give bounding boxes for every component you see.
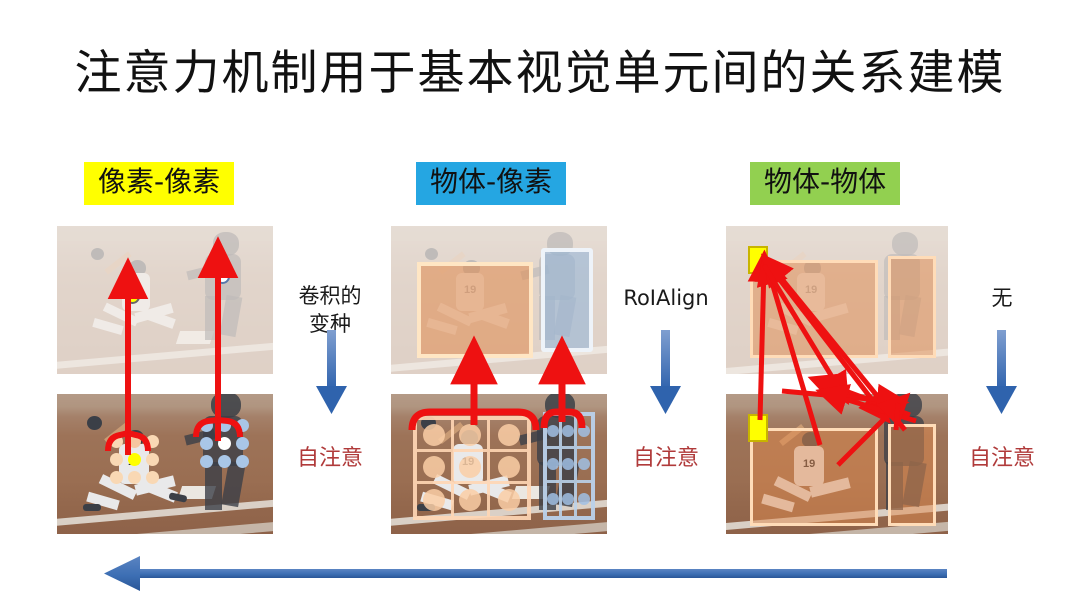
- self-attention-label-object-object: 自注意: [968, 446, 1035, 471]
- panel-object-object-top: 19: [726, 226, 948, 374]
- roi-grid-blue: [543, 412, 595, 520]
- badge-object-pixel: 物体-像素: [416, 162, 567, 206]
- annotation-object-object: 无: [952, 284, 1052, 312]
- object-box-orange-right: [888, 256, 936, 358]
- panel-pixel-pixel-top: 19: [57, 226, 273, 374]
- panel-object-pixel-bottom: 19: [391, 394, 607, 534]
- badge-pixel-pixel: 像素-像素: [84, 162, 235, 206]
- query-object-marker: [748, 246, 768, 274]
- object-box-orange: [417, 262, 533, 358]
- panel-object-pixel-top: 19: [391, 226, 607, 374]
- annotation-line-1: 无: [991, 286, 1013, 310]
- object-box-orange-left: [750, 260, 878, 358]
- key-pixel-dot: [215, 269, 230, 284]
- object-box-orange-left: [750, 428, 878, 526]
- annotation-line-1: RoIAlign: [623, 286, 709, 310]
- object-box-blue: [541, 248, 593, 352]
- blue-pixel-neighborhood: [197, 416, 251, 470]
- bottom-left-arrow: [104, 556, 947, 591]
- query-pixel-dot: [125, 289, 140, 304]
- down-arrow-object-pixel: [650, 330, 681, 414]
- annotation-object-pixel: RoIAlign: [608, 284, 724, 312]
- query-object-marker: [748, 414, 768, 442]
- page-title: 注意力机制用于基本视觉单元间的关系建模: [74, 46, 1006, 101]
- down-arrow-pixel-pixel: [316, 330, 347, 414]
- annotation-line-1: 卷积的: [298, 284, 362, 308]
- badge-object-object: 物体-物体: [750, 162, 901, 206]
- panel-pixel-pixel-bottom: 19: [57, 394, 273, 534]
- annotation-line-2: 变种: [309, 312, 351, 337]
- self-attention-label-object-pixel: 自注意: [632, 446, 699, 471]
- annotation-pixel-pixel: 卷积的 变种: [275, 282, 385, 339]
- self-attention-label-pixel-pixel: 自注意: [296, 446, 363, 471]
- panel-object-object-bottom: 19: [726, 394, 948, 534]
- orange-pixel-neighborhood: [107, 432, 161, 486]
- object-box-orange-right: [888, 424, 936, 526]
- down-arrow-object-object: [986, 330, 1017, 414]
- roi-grid-orange: [413, 416, 531, 520]
